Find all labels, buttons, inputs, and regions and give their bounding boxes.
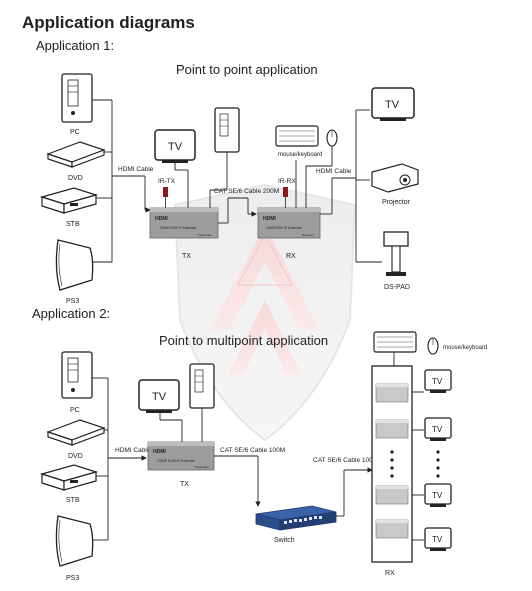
app2-subtitle: Point to multipoint application <box>159 333 328 348</box>
app2-tx-model: 1080P KVM IP Extender <box>157 459 196 463</box>
app1-local-tv-icon <box>154 129 196 163</box>
app2-switch-icon <box>255 505 337 531</box>
app2-dvd-icon <box>46 419 106 446</box>
app2-tv-icon <box>424 369 452 393</box>
app2-stb-icon <box>39 464 99 491</box>
app1-ir-rx-sensor <box>283 187 288 208</box>
app1-local-links <box>174 152 228 208</box>
app2-mouse-keyboard-label: mouse/keyboard <box>443 345 487 351</box>
app1-tx-tag: Transmitter <box>197 233 212 237</box>
app2-tv-ellipsis-dots <box>436 450 440 478</box>
app2-source-label-ps3: PS3 <box>66 575 79 582</box>
app1-heading: Application 1: <box>36 38 114 53</box>
app2-rx-unit <box>375 383 409 403</box>
app1-out-tv-text: TV <box>385 99 400 111</box>
app1-rx-model: 1080P/200 IP Extender <box>266 226 303 230</box>
app1-mouse-keyboard-label: mouse/keyboard <box>278 152 322 158</box>
page-title: Application diagrams <box>22 13 195 32</box>
app2-cable-label-1: CAT SE/6 Cable 100M <box>220 447 285 454</box>
app2-ps3-icon <box>55 515 94 567</box>
app1-rx-tag: Receiver <box>302 233 314 237</box>
app2-tv-text: TV <box>432 377 443 386</box>
app1-mouse-icon <box>326 129 338 147</box>
app2-tx-brand: HDMI <box>153 449 166 455</box>
app1-subtitle: Point to point application <box>176 62 318 77</box>
app2-rx-unit <box>375 419 409 439</box>
app2-tv-icon <box>424 483 452 507</box>
app1-keyboard-icon <box>275 125 319 147</box>
app1-tx-label: TX <box>182 253 191 260</box>
app2-source-label-pc: PC <box>70 407 80 414</box>
app2-rx-unit <box>375 485 409 505</box>
app2-hdmi-label: HDMI Cable <box>115 447 151 454</box>
app1-output-bus <box>320 109 382 263</box>
app1-cable-label: CAT SE/6 Cable 200M <box>214 188 279 195</box>
app1-dvd-icon <box>46 141 106 168</box>
app1-rx-label: RX <box>286 253 296 260</box>
app2-heading: Application 2: <box>32 306 110 321</box>
app2-cable-label-2: CAT SE/6 Cable 100M <box>313 457 378 464</box>
app2-cat-cable-1 <box>214 455 261 507</box>
app2-local-tv-text: TV <box>152 391 167 403</box>
app1-sink-label-dspad: DS-PAD <box>384 284 410 291</box>
app2-keyboard-icon <box>373 331 417 353</box>
app1-hdmi-out-label: HDMI Cable <box>316 168 352 175</box>
app1-stb-icon <box>39 187 99 214</box>
app1-out-tv-icon <box>371 87 415 121</box>
app1-source-label-ps3: PS3 <box>66 298 79 305</box>
app2-source-bus <box>92 377 147 541</box>
app1-pc-icon <box>61 73 93 123</box>
app1-projector-icon <box>371 163 419 193</box>
app1-ir-tx-sensor <box>163 187 168 208</box>
app1-ps3-icon <box>55 239 94 291</box>
app2-mouse-icon <box>427 337 439 355</box>
app1-hdmi-in-label: HDMI Cable <box>118 166 154 173</box>
app1-kbd-links <box>295 146 333 210</box>
app2-tx-device <box>147 441 215 471</box>
app2-local-links <box>159 408 203 442</box>
app2-source-label-stb: STB <box>66 497 80 504</box>
app2-tv-icon <box>424 527 452 551</box>
app2-tv-text: TV <box>432 491 443 500</box>
app2-cat-cable-2 <box>336 467 373 517</box>
app1-local-tv-text: TV <box>168 141 183 153</box>
app1-cat-cable <box>218 197 257 224</box>
app2-rx-ellipsis-dots <box>390 450 394 478</box>
app2-pc-icon <box>61 351 93 399</box>
app2-tv-icon <box>424 417 452 441</box>
app2-tv-text: TV <box>432 535 443 544</box>
app1-ir-tx-label: IR-TX <box>158 178 176 185</box>
app1-tx-model: 200M KVM IP Extender <box>160 226 197 230</box>
app1-source-bus <box>92 99 151 263</box>
app2-switch-label: Switch <box>274 537 295 544</box>
app2-rx-unit <box>375 519 409 539</box>
app1-tx-brand: HDMI <box>155 216 168 222</box>
app2-local-pc-icon <box>189 363 215 409</box>
app1-source-label-pc: PC <box>70 129 80 136</box>
app2-tv-links <box>412 391 424 541</box>
app1-source-label-stb: STB <box>66 221 80 228</box>
app1-sink-label-projector: Projector <box>382 199 411 206</box>
watermark-shield <box>173 183 357 442</box>
app2-tx-label: TX <box>180 481 189 488</box>
app2-rx-label: RX <box>385 570 395 577</box>
app1-local-pc-icon <box>214 107 240 153</box>
app1-rx-brand: HDMI <box>263 216 276 222</box>
app1-ir-rx-label: IR-RX <box>278 178 296 185</box>
app2-tx-tag: Transmitter <box>194 465 209 469</box>
app1-tx-device <box>149 207 219 239</box>
app2-source-label-dvd: DVD <box>68 453 83 460</box>
app2-tv-text: TV <box>432 425 443 434</box>
app1-rx-device <box>257 207 321 239</box>
app1-dspad-icon <box>383 231 409 276</box>
app2-local-tv-icon <box>138 379 180 413</box>
app1-source-label-dvd: DVD <box>68 175 83 182</box>
